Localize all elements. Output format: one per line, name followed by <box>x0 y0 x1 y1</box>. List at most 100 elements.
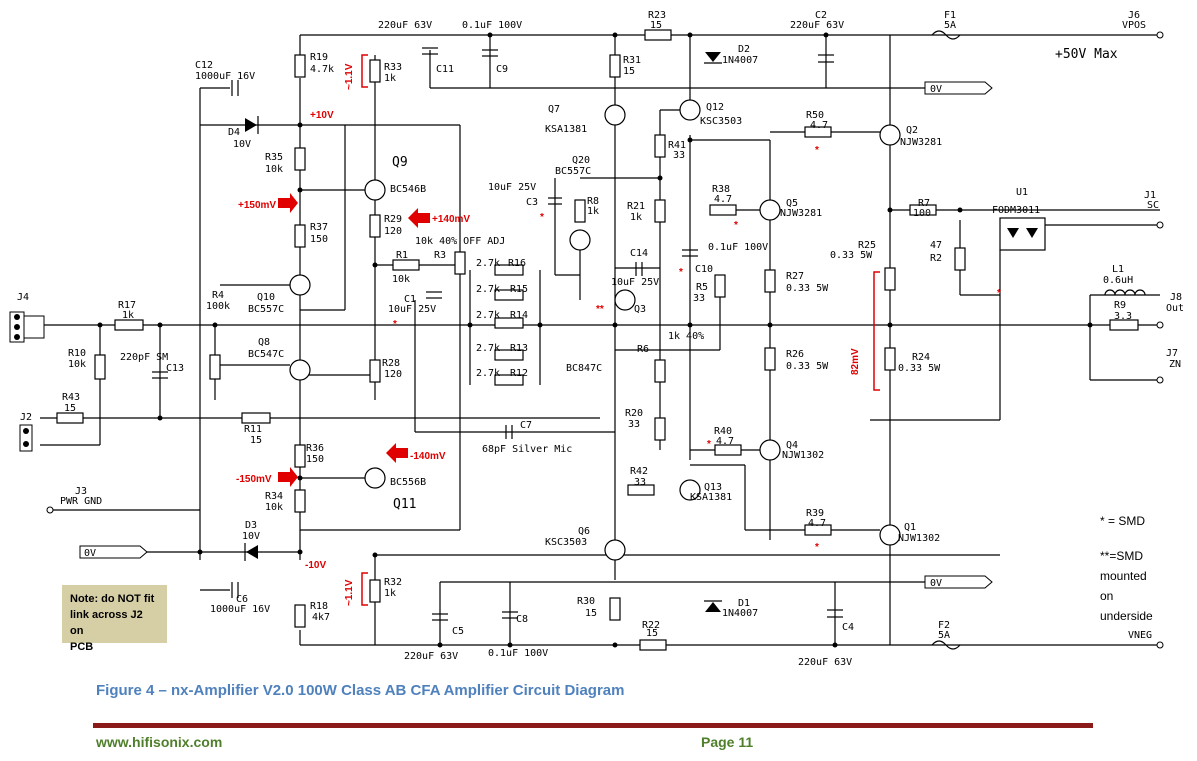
circuit-schematic: 220uF 63V 0.1uF 100V R23 15 C2 220uF 63V… <box>9 10 1184 668</box>
note-line: Note: do NOT fit <box>70 593 155 605</box>
label: 0.6uH <box>1103 275 1133 286</box>
label: R4 <box>212 290 224 301</box>
label: * = SMD <box>1100 514 1145 528</box>
label: NJW1302 <box>898 533 940 544</box>
label: 10k <box>265 502 283 513</box>
label: ZN <box>1169 359 1181 370</box>
label: R25 <box>858 240 876 251</box>
label: 1000uF 16V <box>210 604 270 615</box>
label: 10V <box>242 531 260 542</box>
label: 47 <box>930 240 942 251</box>
label: 1k <box>587 206 599 217</box>
label: PWR GND <box>60 496 102 507</box>
label: J4 <box>17 292 29 303</box>
label: D2 <box>738 44 750 55</box>
label: 10k <box>265 164 283 175</box>
resistors <box>56 29 1139 651</box>
label: 15 <box>64 403 76 414</box>
label: KSA1381 <box>545 124 587 135</box>
label: BC557C <box>555 166 591 177</box>
label: 2.7k <box>476 284 500 295</box>
label: R36 <box>306 443 324 454</box>
label: 220pF SM <box>120 352 168 363</box>
label: Q2 <box>906 125 918 136</box>
label: KSC3503 <box>700 116 742 127</box>
label: * <box>815 145 819 156</box>
label: R17 <box>118 300 136 311</box>
label: 220uF 63V <box>404 651 458 662</box>
label: R34 <box>265 491 283 502</box>
label: C11 <box>436 64 454 75</box>
label: C6 <box>236 594 248 605</box>
label: R13 <box>510 343 528 354</box>
footer-website[interactable]: www.hifisonix.com <box>96 734 223 750</box>
label: 68pF Silver Mic <box>482 444 572 455</box>
label: 0V <box>930 84 942 95</box>
label: C14 <box>630 248 648 259</box>
label: 0.1uF 100V <box>462 20 522 31</box>
label: Out <box>1166 303 1184 314</box>
label: J7 <box>1166 348 1178 359</box>
label: L1 <box>1112 264 1124 275</box>
label: +10V <box>310 110 334 121</box>
label: 1000uF 16V <box>195 71 255 82</box>
label: 5A <box>944 20 956 31</box>
label: 3.3 <box>1114 311 1132 322</box>
label: 10uF 25V <box>611 277 659 288</box>
label: R18 <box>310 601 328 612</box>
label: * <box>393 319 397 330</box>
label: Q13 <box>704 482 722 493</box>
label: 150 <box>306 454 324 465</box>
misc-parts <box>9 30 1164 650</box>
label: 4.7 <box>810 120 828 131</box>
label: on <box>1100 589 1113 603</box>
label: 0.33 5W <box>786 361 829 372</box>
label: KSC3503 <box>545 537 587 548</box>
label: 1k <box>630 212 642 223</box>
label: 100 <box>913 208 931 219</box>
label: C4 <box>842 622 854 633</box>
label: 1k <box>384 588 396 599</box>
label: R19 <box>310 52 328 63</box>
label: 4.7k <box>310 64 334 75</box>
label: * <box>997 288 1001 299</box>
label: NJW1302 <box>782 450 824 461</box>
label: 10V <box>233 139 251 150</box>
note-line: link across J2 on <box>70 609 143 637</box>
label: C3 <box>526 197 538 208</box>
label: **=SMD <box>1100 549 1143 563</box>
label: R23 <box>648 10 666 21</box>
label: R50 <box>806 110 824 121</box>
label: R2 <box>930 253 942 264</box>
label: R41 <box>668 140 686 151</box>
label: U1 <box>1016 187 1028 198</box>
label: R7 <box>918 198 930 209</box>
label: R33 <box>384 62 402 73</box>
label: VNEG <box>1128 630 1152 641</box>
label: 220uF 63V <box>790 20 844 31</box>
label: R22 <box>642 620 660 631</box>
label: R35 <box>265 152 283 163</box>
label: 10uF 25V <box>488 182 536 193</box>
label: FODM3011 <box>992 205 1040 216</box>
label: * <box>734 220 738 231</box>
label: 15 <box>250 435 262 446</box>
label: Q9 <box>392 155 408 170</box>
label: 15 <box>585 608 597 619</box>
label: R15 <box>510 284 528 295</box>
label: 4k7 <box>312 612 330 623</box>
label: * <box>540 212 544 223</box>
label: C10 <box>695 264 713 275</box>
label: C1 <box>404 294 416 305</box>
label: 10uF 25V <box>388 304 436 315</box>
label: 100k <box>206 301 230 312</box>
label: 82mV <box>850 348 861 375</box>
label: R16 <box>508 258 526 269</box>
label: C7 <box>520 420 532 431</box>
label: 1N4007 <box>722 608 758 619</box>
label: 220uF 63V <box>378 20 432 31</box>
label: ** <box>596 304 604 315</box>
label: 33 <box>673 150 685 161</box>
label: Q10 <box>257 292 275 303</box>
label: Q12 <box>706 102 724 113</box>
